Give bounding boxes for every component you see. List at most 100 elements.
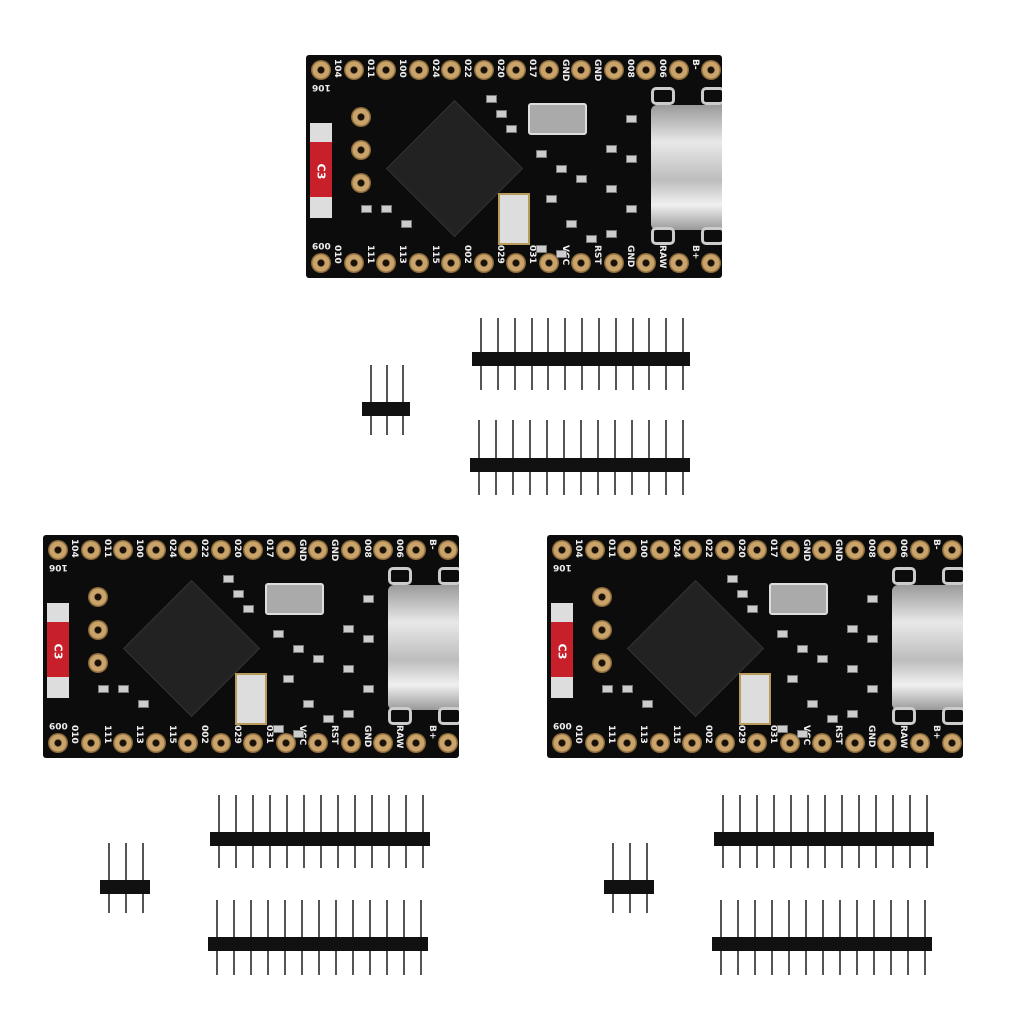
pin-label: 002	[703, 725, 713, 744]
pin-label: 020	[231, 539, 242, 558]
pin-label: 104	[332, 59, 342, 78]
header-pin	[320, 795, 322, 868]
pin-label: GND	[865, 725, 876, 748]
c3-label: C3	[47, 603, 69, 698]
pin-pad	[210, 540, 231, 560]
pin-pad	[649, 733, 670, 753]
pin-pad	[649, 540, 670, 560]
smd-component	[867, 635, 878, 643]
header-pin	[563, 420, 565, 495]
pin-label: 010	[69, 725, 79, 744]
pin-pad	[877, 540, 897, 560]
pin-label: RST	[329, 725, 339, 745]
smd-component	[737, 590, 748, 598]
pin-label: 106	[553, 562, 572, 572]
side-pad	[88, 653, 108, 673]
smd-component	[363, 635, 374, 643]
pin-pad	[636, 253, 656, 273]
header-pin	[422, 795, 424, 868]
pin-label: 111	[605, 725, 616, 744]
header-pin	[303, 795, 305, 868]
header-pin	[235, 795, 237, 868]
pin-label: 006	[657, 59, 667, 78]
smd-component	[777, 630, 788, 638]
smd-component	[797, 645, 808, 653]
crystal	[769, 583, 828, 615]
header-pin	[909, 795, 911, 868]
smd-component	[323, 715, 334, 723]
header-pin	[142, 843, 144, 913]
pin-label: 008	[624, 59, 635, 78]
smd-component	[586, 235, 597, 243]
smd-component	[293, 645, 304, 653]
header-pin	[756, 795, 758, 868]
pin-label: 006	[898, 539, 908, 558]
pin-pad	[376, 60, 396, 80]
pin-pad	[373, 733, 393, 753]
pin-pad	[747, 540, 767, 560]
pin-label: B+	[689, 245, 700, 260]
pin-label: 010	[573, 725, 583, 744]
header-pin	[665, 420, 667, 495]
pin-label: 115	[166, 725, 177, 744]
usb-mount-tab	[438, 567, 459, 585]
pin-header-long	[470, 420, 690, 495]
pin-label: GND	[624, 245, 635, 268]
header-pin	[807, 795, 809, 868]
header-pin	[371, 795, 373, 868]
pin-label: GND	[559, 59, 570, 82]
pin-pad	[603, 253, 624, 273]
usb-c-connector	[388, 585, 459, 710]
header-strip	[604, 880, 654, 894]
smd-component	[622, 685, 633, 693]
pin-pad	[311, 60, 331, 80]
pin-pad	[552, 733, 572, 753]
pin-header-long	[712, 900, 932, 975]
pin-label: 017	[264, 539, 274, 558]
pin-pad	[779, 733, 800, 753]
pin-label: GND	[800, 539, 811, 562]
smd-component	[363, 595, 374, 603]
header-pin	[108, 843, 110, 913]
header-pin	[824, 795, 826, 868]
pin-pad	[275, 540, 296, 560]
pin-pad	[714, 733, 735, 753]
smd-component	[506, 125, 517, 133]
crystal	[528, 103, 587, 135]
header-pin	[858, 795, 860, 868]
header-pin	[402, 365, 404, 435]
pin-label: 115	[670, 725, 681, 744]
pin-label: 009	[49, 720, 68, 730]
pin-label: 017	[768, 539, 778, 558]
usb-mount-tab	[651, 87, 675, 105]
header-pin	[739, 795, 741, 868]
pin-pad	[584, 540, 605, 560]
pin-pad	[668, 253, 689, 273]
smd-component	[626, 115, 637, 123]
smd-component	[727, 575, 738, 583]
pin-label: RAW	[657, 245, 667, 269]
pin-pad	[701, 60, 721, 80]
header-pin	[269, 795, 271, 868]
header-pin	[841, 795, 843, 868]
pin-pad	[506, 253, 526, 273]
pin-pad	[473, 253, 494, 273]
header-pin	[252, 795, 254, 868]
header-pin	[495, 420, 497, 495]
smd-component	[576, 175, 587, 183]
header-pin	[512, 420, 514, 495]
pin-pad	[275, 733, 296, 753]
smd-component	[138, 700, 149, 708]
smd-component	[797, 730, 808, 738]
header-strip	[208, 937, 428, 951]
pin-pad	[714, 540, 735, 560]
pin-pad	[343, 60, 364, 80]
pin-pad	[636, 60, 656, 80]
pin-pad	[343, 253, 364, 273]
pin-label: 022	[199, 539, 209, 558]
side-pad	[592, 620, 612, 640]
pin-label: 017	[527, 59, 537, 78]
header-pin	[614, 420, 616, 495]
header-pin	[926, 795, 928, 868]
